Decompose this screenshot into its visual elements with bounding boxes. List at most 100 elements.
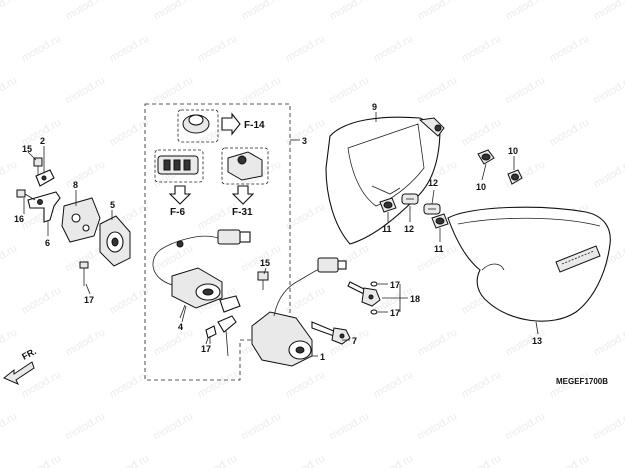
watermark-text: motod.ru xyxy=(284,32,328,64)
watermark-text: motod.ru xyxy=(0,410,19,442)
connector-ref xyxy=(221,147,269,205)
watermark-text: motod.ru xyxy=(460,32,504,64)
label-part-18: 18 xyxy=(410,294,420,304)
watermark-text: motod.ru xyxy=(592,410,625,442)
ref-f6: F-6 xyxy=(170,207,185,218)
label-part-15a: 15 xyxy=(22,144,32,154)
grommet-10a xyxy=(477,149,495,165)
watermark-text: motod.ru xyxy=(152,326,196,358)
label-part-3: 3 xyxy=(302,136,307,146)
switch-ref xyxy=(154,149,204,205)
watermark-text: motod.ru xyxy=(20,32,64,64)
watermark-text: motod.ru xyxy=(152,0,196,23)
key-set-18 xyxy=(347,281,381,315)
key-7 xyxy=(311,321,351,345)
label-part-17a: 17 xyxy=(201,344,211,354)
lock-cylinder-ref xyxy=(177,109,241,143)
watermark-text: motod.ru xyxy=(592,0,625,23)
watermark-text: motod.ru xyxy=(592,158,625,190)
label-part-13: 13 xyxy=(532,336,542,346)
watermark-text: motod.ru xyxy=(416,74,460,106)
watermark-text: motod.ru xyxy=(416,0,460,23)
watermark-text: motod.ru xyxy=(504,0,548,23)
watermark-text: motod.ru xyxy=(108,452,152,468)
bolt-14 xyxy=(257,271,269,290)
label-part-10a: 10 xyxy=(476,182,486,192)
watermark-text: motod.ru xyxy=(64,0,108,23)
watermark-text: motod.ru xyxy=(108,116,152,148)
watermark-text: motod.ru xyxy=(0,158,19,190)
screw-16 xyxy=(79,261,89,286)
side-cover-13 xyxy=(447,206,611,322)
label-part-9: 9 xyxy=(372,102,377,112)
watermark-text: motod.ru xyxy=(108,284,152,316)
label-part-16: 17 xyxy=(84,295,94,305)
watermark-text: motod.ru xyxy=(64,74,108,106)
plate-8 xyxy=(61,197,101,243)
watermark-text: motod.ru xyxy=(20,284,64,316)
watermark-text: motod.ru xyxy=(504,410,548,442)
bracket-2 xyxy=(35,169,55,187)
watermark-text: motod.ru xyxy=(0,0,19,23)
watermark-text: motod.ru xyxy=(64,326,108,358)
ref-f31: F-31 xyxy=(232,207,253,218)
watermark-text: motod.ru xyxy=(548,452,592,468)
label-part-15b: 16 xyxy=(14,214,24,224)
grommet-12a xyxy=(401,193,419,205)
watermark-text: motod.ru xyxy=(284,452,328,468)
bolt-15-left xyxy=(16,189,36,201)
ignition-connector xyxy=(217,229,251,245)
watermark-text: motod.ru xyxy=(152,242,196,274)
leaders xyxy=(23,112,539,357)
watermark-text: motod.ru xyxy=(416,326,460,358)
cylinder-connector xyxy=(317,257,347,273)
ignition-switch xyxy=(171,267,241,313)
watermark-text: motod.ru xyxy=(460,368,504,400)
watermark-text: motod.ru xyxy=(240,0,284,23)
front-label: FR. xyxy=(20,346,37,362)
watermark-text: motod.ru xyxy=(108,368,152,400)
watermark-text: motod.ru xyxy=(328,74,372,106)
watermark-text: motod.ru xyxy=(240,74,284,106)
watermark-text: motod.ru xyxy=(328,410,372,442)
label-part-6: 6 xyxy=(45,238,50,248)
label-part-12b: 12 xyxy=(428,178,438,188)
grommet-11a xyxy=(379,197,397,213)
watermark-text: motod.ru xyxy=(0,74,19,106)
key-cylinder-1 xyxy=(251,311,313,367)
label-part-2: 2 xyxy=(40,136,45,146)
label-part-7: 7 xyxy=(352,336,357,346)
assembly-box-3 xyxy=(144,103,291,381)
watermark-text: motod.ru xyxy=(0,326,19,358)
watermark-text: motod.ru xyxy=(284,368,328,400)
holder-5 xyxy=(99,215,131,267)
label-part-8: 8 xyxy=(73,180,78,190)
bracket-6 xyxy=(27,191,61,223)
watermark-text: motod.ru xyxy=(240,410,284,442)
arrow-f14 xyxy=(221,112,241,136)
label-part-14: 15 xyxy=(260,258,270,268)
wire-clip xyxy=(176,240,184,248)
label-part-17b: 17 xyxy=(390,280,400,290)
watermark-text: motod.ru xyxy=(196,32,240,64)
watermark-text: motod.ru xyxy=(460,452,504,468)
watermark-text: motod.ru xyxy=(372,32,416,64)
ignition-wire xyxy=(152,235,219,287)
cylinder-wire xyxy=(273,267,323,317)
keys-17 xyxy=(205,315,237,357)
ref-f14: F-14 xyxy=(244,120,265,131)
front-direction-arrow xyxy=(3,361,35,385)
watermark-text: motod.ru xyxy=(592,326,625,358)
drawing-code: MEGEF1700B xyxy=(556,377,608,386)
watermark-text: motod.ru xyxy=(64,158,108,190)
label-part-5: 5 xyxy=(110,200,115,210)
watermark-text: motod.ru xyxy=(416,410,460,442)
label-part-17c: 17 xyxy=(390,308,400,318)
label-part-1: 1 xyxy=(320,352,325,362)
watermark-text: motod.ru xyxy=(0,242,19,274)
label-part-11a: 11 xyxy=(382,224,392,234)
watermark-text: motod.ru xyxy=(196,452,240,468)
watermark-text: motod.ru xyxy=(108,32,152,64)
label-part-4: 4 xyxy=(178,322,183,332)
